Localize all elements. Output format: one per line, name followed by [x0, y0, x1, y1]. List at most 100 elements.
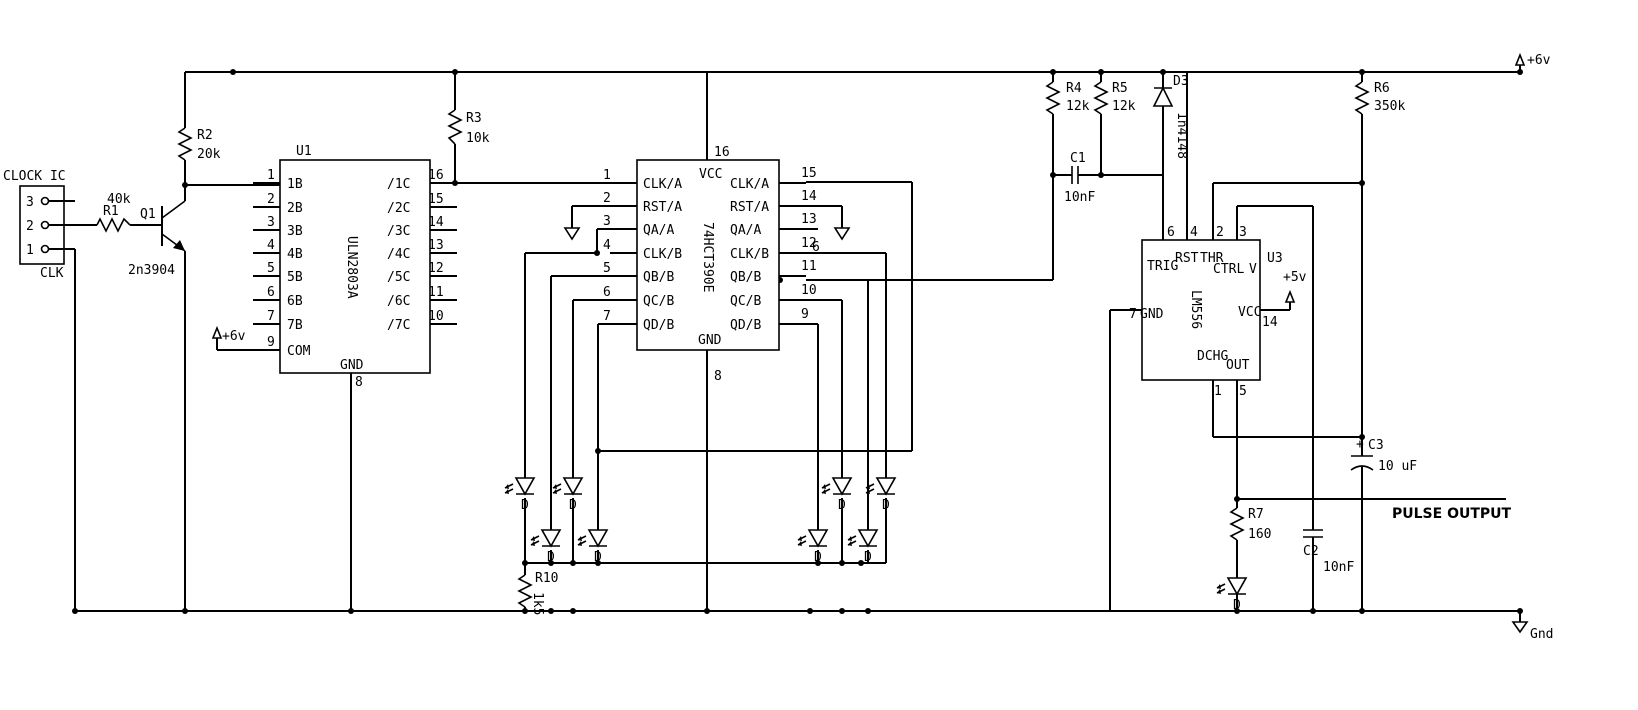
connector-title: CLOCK IC [3, 169, 66, 184]
u1-in-pin-label: 5B [287, 270, 303, 285]
r1-value: 40k [107, 192, 131, 207]
u1-in-pin-label: 7B [287, 318, 303, 333]
u1-in-pin-number: 5 [267, 261, 275, 276]
u2-left-pin-label: QB/B [643, 270, 674, 285]
led: D [552, 477, 584, 513]
c3-ref: C3 [1368, 438, 1384, 453]
u1-out-pin-label: /2C [387, 201, 410, 216]
u1-out-pin-label: /7C [387, 318, 410, 333]
power-rails: +6v Gnd [75, 52, 1553, 642]
u1-out-pin-number: 13 [428, 238, 444, 253]
u1-in-pin-label: 4B [287, 247, 303, 262]
u3-out-label: OUT [1226, 358, 1250, 373]
u3-part: LM556 [1188, 290, 1203, 329]
connector-pin-1: 1 [26, 243, 34, 258]
led: D [797, 529, 829, 565]
r6-ref: R6 [1374, 81, 1390, 96]
led-label: D [882, 498, 890, 513]
led-label: D [521, 498, 529, 513]
u1-com-supply-icon [211, 325, 223, 339]
u2-part: 74HCT390E [700, 222, 715, 292]
u3-pin-rst: 4 [1190, 225, 1198, 240]
vplus-arrow-icon [1514, 52, 1526, 66]
u2-right-pin-number: 11 [801, 259, 817, 274]
c1-ref: C1 [1070, 151, 1086, 166]
u3-supply: +5v [1283, 270, 1307, 285]
u1-out-pin-number: 10 [428, 309, 444, 324]
u2-led-wiring [524, 181, 1053, 564]
u1-out-pin-number: 12 [428, 261, 444, 276]
u1-in-pin-label: 1B [287, 177, 303, 192]
u2-right-pin-number: 13 [801, 212, 817, 227]
u2-gnd-pin: 8 [714, 369, 722, 384]
u3-rst-label: RST [1175, 251, 1199, 266]
ground-icon [563, 227, 581, 241]
u1-out-pin-number: 16 [428, 168, 444, 183]
u1-ref: U1 [296, 144, 312, 159]
u2-right-pin-label: QD/B [730, 318, 761, 333]
u2-left-pin-number: 5 [603, 261, 611, 276]
u2-right-pin-number: 12 [801, 236, 817, 251]
r4-value: 12k [1066, 99, 1090, 114]
u1-out-pin-label: /6C [387, 294, 410, 309]
led: D [865, 477, 897, 513]
u2-right-pin-label: CLK/A [730, 177, 769, 192]
u1-out-pin-label: /4C [387, 247, 410, 262]
c2-value: 10nF [1323, 560, 1354, 575]
u1-gnd-label: GND [340, 358, 364, 373]
connector-pin-3: 3 [26, 195, 34, 210]
led: D [1216, 577, 1248, 613]
u2-left-pin-number: 3 [603, 214, 611, 229]
led-label: D [838, 498, 846, 513]
capacitor-c1: C1 10nF [1053, 151, 1163, 205]
u1-com-label: COM [287, 344, 311, 359]
u1-in-pin-number: 1 [267, 168, 275, 183]
u3-ctrl-label: CTRL [1213, 262, 1244, 277]
r5-ref: R5 [1112, 81, 1128, 96]
u1-part: ULN2803A [344, 236, 359, 299]
r10-value: 1k5 [530, 592, 545, 615]
u3-pin-trig: 6 [1167, 225, 1175, 240]
u1-in-pin-label: 6B [287, 294, 303, 309]
r1-ref: R1 [103, 204, 119, 219]
u2-right-pin-label: RST/A [730, 200, 769, 215]
u3-ref: U3 [1267, 251, 1283, 266]
capacitor-c2: C2 10nF [1303, 529, 1354, 611]
u2-left-pin-number: 1 [603, 168, 611, 183]
clock-connector: CLOCK IC CLK 3 2 1 [3, 169, 97, 611]
pulse-output: PULSE OUTPUT [1237, 498, 1512, 522]
u3-pin-gnd: 7 [1129, 307, 1137, 322]
u1-in-pin-number: 2 [267, 192, 275, 207]
u2-left-pin-label: CLK/B [643, 247, 682, 262]
u3-gnd-label: GND [1140, 307, 1164, 322]
resistor-r5: R5 12k [1093, 72, 1136, 175]
u2-right-pin-label: CLK/B [730, 247, 769, 262]
u1-in-pin-number: 7 [267, 309, 275, 324]
connector-name: CLK [40, 266, 64, 281]
d3-part: 1n4148 [1174, 112, 1189, 159]
r2-ref: R2 [197, 128, 213, 143]
u1-in-pin-label: 2B [287, 201, 303, 216]
u2-left-pin-number: 2 [603, 191, 611, 206]
u1-out-pin-number: 11 [428, 285, 444, 300]
resistor-r6: R6 350k [1354, 72, 1405, 456]
c3-plus-sign: + [1356, 437, 1364, 452]
u1-out-pin-label: /5C [387, 270, 410, 285]
transistor-q1: Q1 2n3904 [128, 185, 186, 611]
u3-v-label: V [1249, 262, 1257, 277]
vplus-label: +6v [1527, 53, 1551, 68]
u1-in-pin-number: 3 [267, 215, 275, 230]
gnd-label: Gnd [1530, 627, 1553, 642]
resistor-r4: R4 12k [1045, 72, 1090, 280]
u3-pin-thr: 2 [1216, 225, 1224, 240]
u3-thr-label: THR [1200, 251, 1224, 266]
ground-arrow-icon [1511, 621, 1529, 634]
r6-value: 350k [1374, 99, 1405, 114]
led: D [504, 477, 536, 513]
led-label: D [569, 498, 577, 513]
u1-in-pin-number: 4 [267, 238, 275, 253]
c2-ref: C2 [1303, 544, 1319, 559]
u3-pin-ctrl: 3 [1239, 225, 1247, 240]
